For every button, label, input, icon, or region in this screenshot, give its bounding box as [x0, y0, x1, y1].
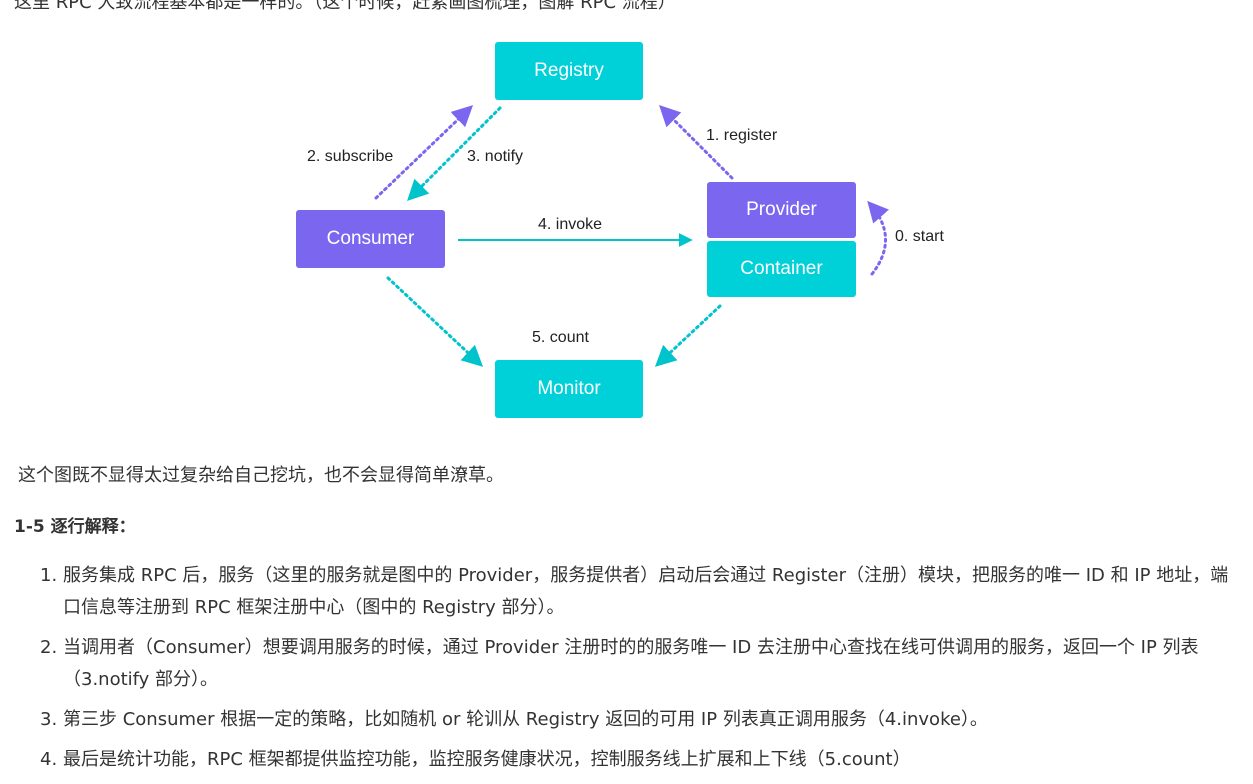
list-item: 4. 最后是统计功能，RPC 框架都提供监控功能，监控服务健康状况，控制服务线上…	[40, 744, 1240, 776]
list-item: 1. 服务集成 RPC 后，服务（这里的服务就是图中的 Provider，服务提…	[40, 560, 1240, 624]
start-arrow	[867, 200, 889, 276]
list-item-text: 第三步 Consumer 根据一定的策略，比如随机 or 轮训从 Registr…	[63, 709, 988, 730]
list-item-number: 4.	[40, 749, 58, 770]
list-item: 2. 当调用者（Consumer）想要调用服务的时候，通过 Provider 注…	[40, 632, 1240, 696]
section-heading: 1-5 逐行解释：	[14, 517, 136, 537]
diagram-arrows	[374, 105, 889, 367]
provider-node: Provider	[707, 182, 856, 238]
register-label: 1. register	[706, 127, 778, 144]
cropped-intro-line: 这里 RPC 大致流程基本都是一样的。（这个时候，赶紧画图梳理，图解 RPC 流…	[14, 0, 676, 13]
container-node: Container	[707, 241, 856, 297]
steps-list: 1. 服务集成 RPC 后，服务（这里的服务就是图中的 Provider，服务提…	[40, 560, 1240, 784]
invoke-label: 4. invoke	[538, 216, 603, 233]
notify-arrow	[407, 106, 502, 201]
count-container-arrow	[654, 304, 722, 367]
summary-paragraph: 这个图既不显得太过复杂给自己挖坑，也不会显得简单潦草。	[18, 465, 504, 486]
register-arrow	[659, 105, 734, 180]
registry-node: Registry	[495, 42, 643, 100]
list-item-number: 1.	[40, 565, 58, 586]
list-item: 3. 第三步 Consumer 根据一定的策略，比如随机 or 轮训从 Regi…	[40, 704, 1240, 736]
count-label: 5. count	[532, 329, 589, 346]
list-item-number: 3.	[40, 709, 58, 730]
list-item-number: 2.	[40, 637, 58, 658]
monitor-node: Monitor	[495, 360, 643, 418]
rpc-flow-diagram: Registry Consumer Provider Container Mon…	[296, 42, 944, 418]
start-label: 0. start	[895, 228, 944, 245]
subscribe-arrow	[374, 105, 474, 200]
consumer-node: Consumer	[296, 210, 445, 268]
subscribe-label: 2. subscribe	[307, 148, 394, 165]
list-item-text: 当调用者（Consumer）想要调用服务的时候，通过 Provider 注册时的…	[63, 637, 1199, 690]
notify-label: 3. notify	[467, 148, 524, 165]
list-item-text: 最后是统计功能，RPC 框架都提供监控功能，监控服务健康状况，控制服务线上扩展和…	[63, 749, 911, 770]
list-item-text: 服务集成 RPC 后，服务（这里的服务就是图中的 Provider，服务提供者）…	[63, 565, 1229, 618]
count-consumer-arrow	[386, 276, 484, 367]
